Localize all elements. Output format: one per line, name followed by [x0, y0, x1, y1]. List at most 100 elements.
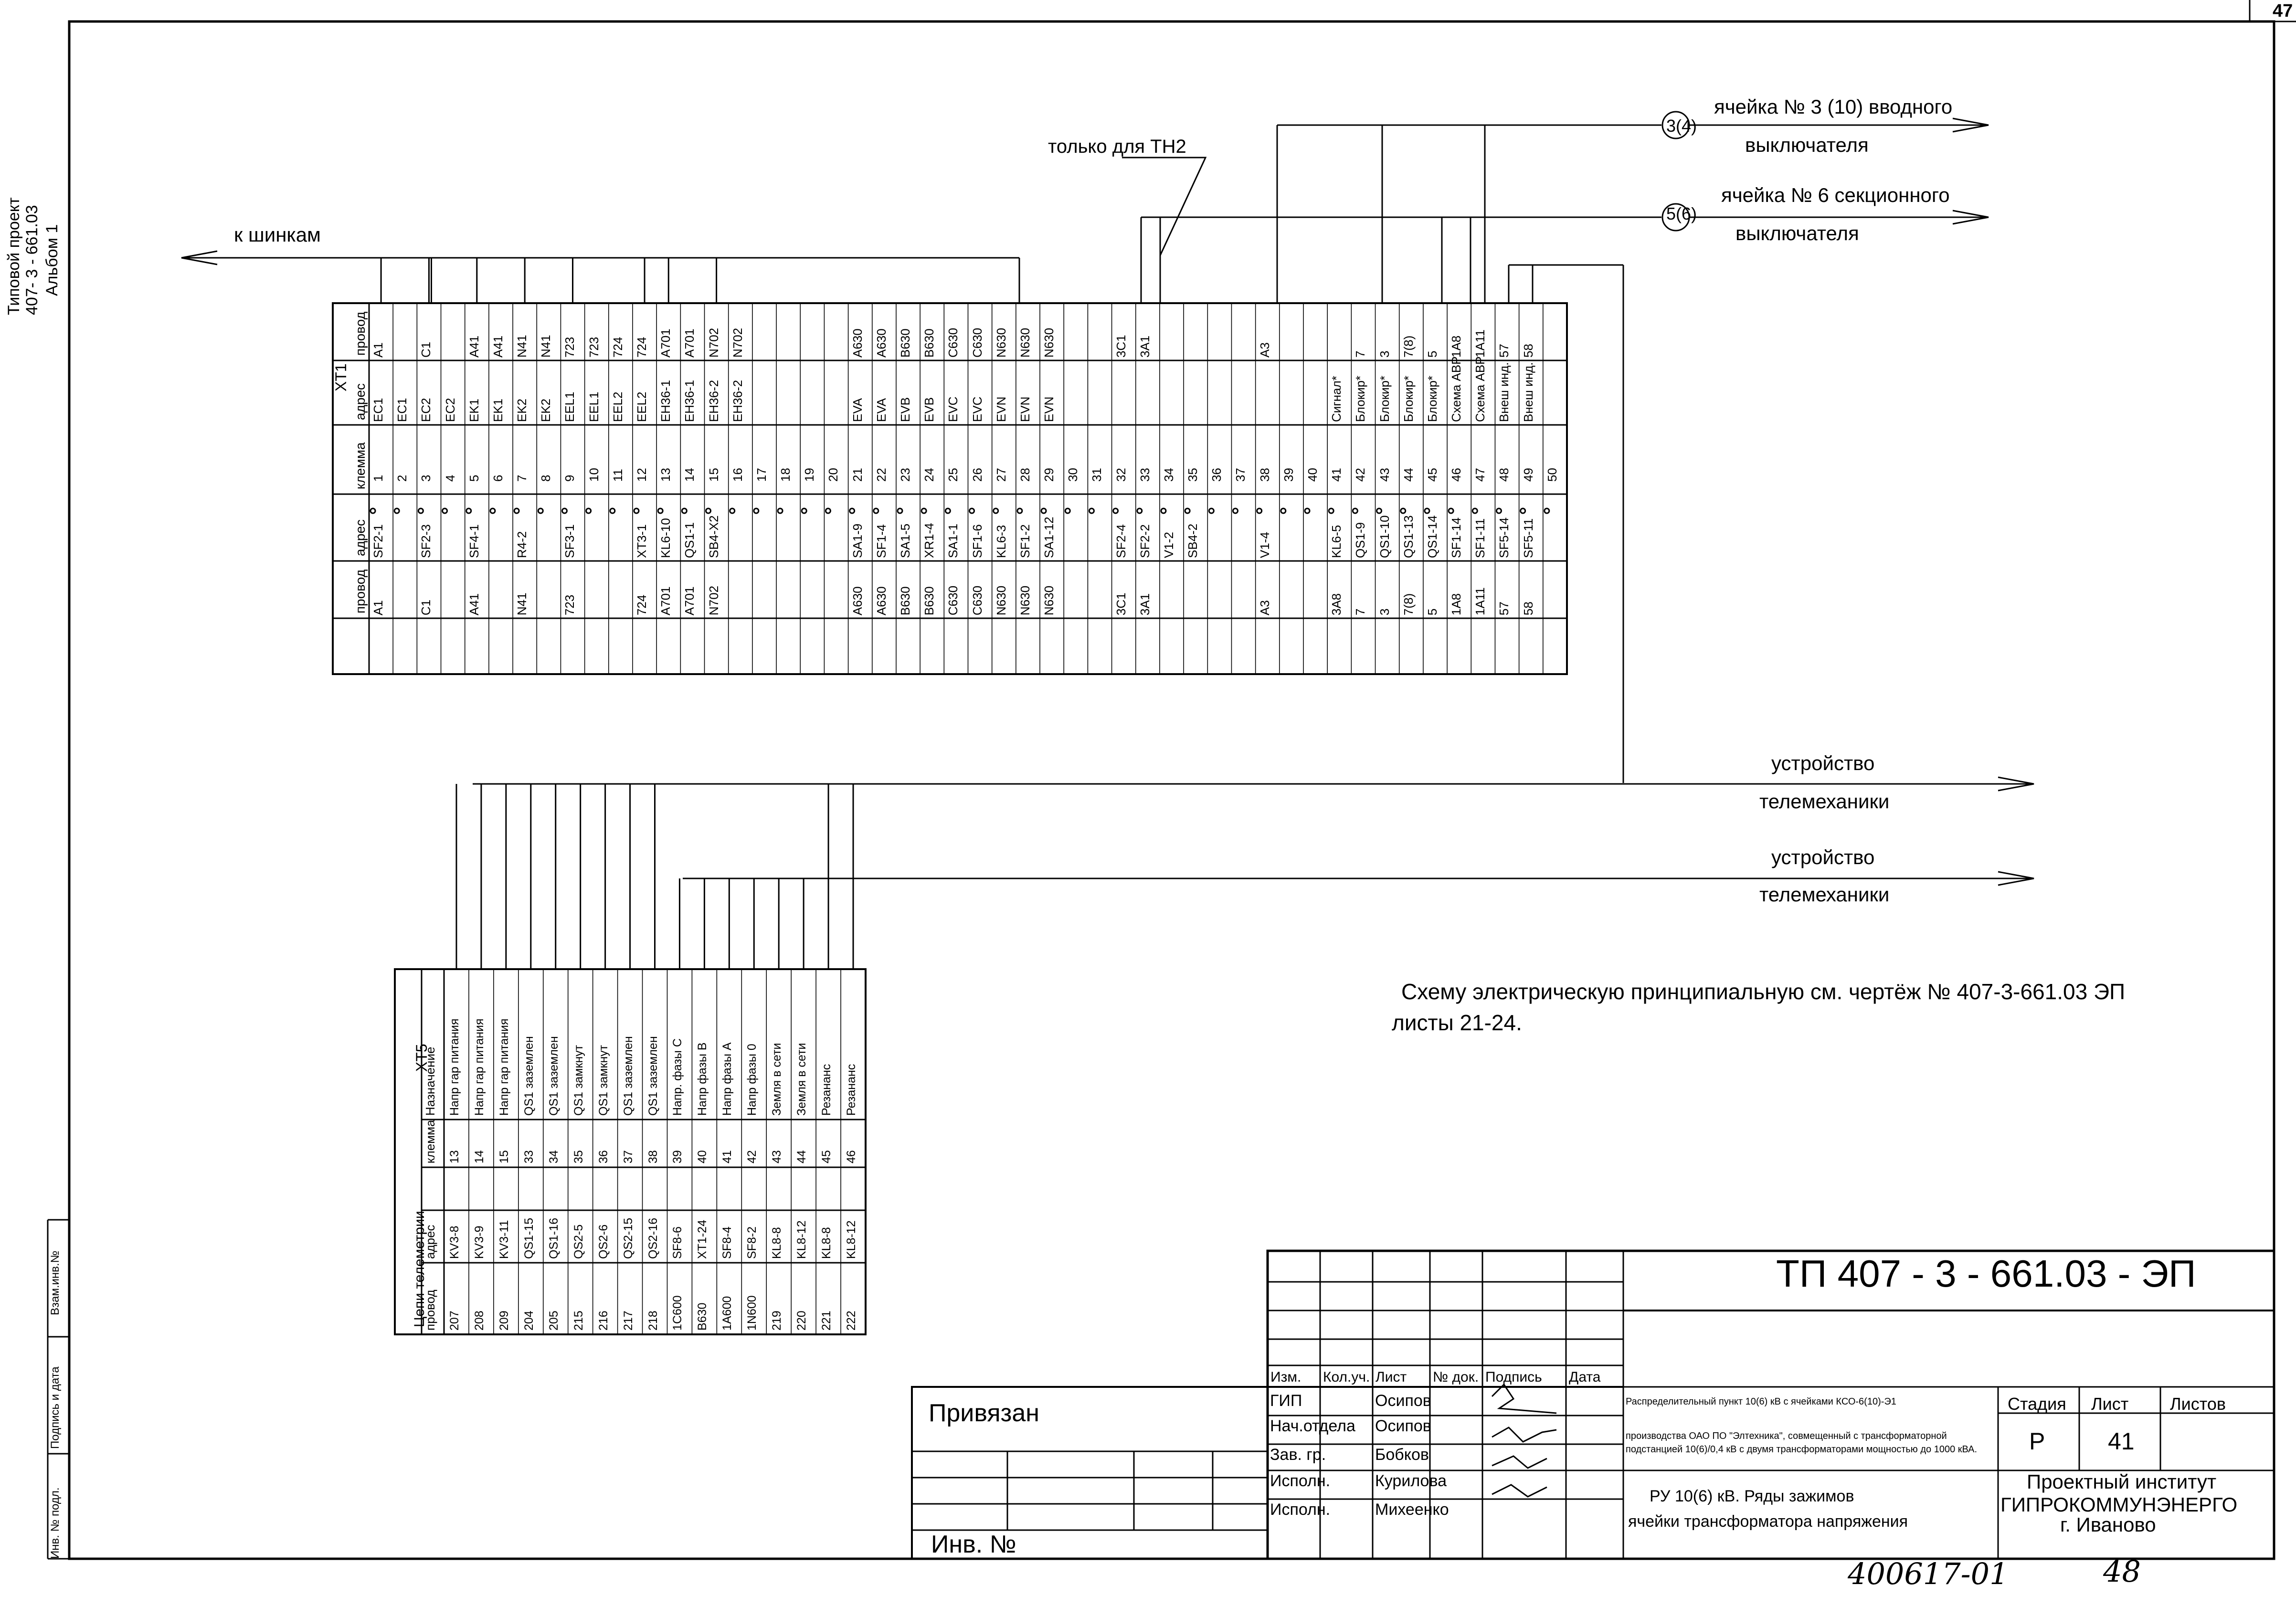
- xt1-terminal-dot: [1520, 507, 1526, 514]
- xt1-cell: EEL1: [586, 391, 601, 422]
- xt1-cell: 20: [826, 468, 841, 482]
- stage-value: Р: [2029, 1428, 2045, 1455]
- xt1-cell: 35: [1185, 468, 1200, 482]
- telemech1-label-line1: устройство: [1771, 752, 1875, 774]
- xt5-cell: 14: [472, 1150, 486, 1163]
- xt1-cell: 39: [1281, 468, 1296, 482]
- xt5-cell: QS1 заземлен: [646, 1036, 660, 1116]
- signature-4: [1492, 1484, 1547, 1498]
- xt1-cell: 50: [1545, 468, 1559, 482]
- xt1-cell: A701: [658, 328, 673, 358]
- xt1-cell: N702: [730, 328, 745, 358]
- inner-frame: [68, 20, 2275, 1560]
- xt5-cell: Напр фазы 0: [745, 1044, 759, 1116]
- xt1-terminal-dot: [1544, 507, 1550, 514]
- xt1-cell: 38: [1257, 468, 1272, 482]
- xt5-cell: 36: [596, 1150, 610, 1163]
- xt1-cell: A630: [874, 328, 889, 358]
- xt1-cell: SF2-4: [1113, 524, 1128, 558]
- xt1-terminal-dot: [1112, 507, 1119, 514]
- xt1-cell: 28: [1017, 468, 1032, 482]
- xt1-cell: SF1-14: [1449, 517, 1464, 558]
- xt1-terminal-dot: [442, 507, 448, 514]
- rev-header-0: Изм.: [1270, 1369, 1301, 1385]
- xt1-cell: A41: [466, 335, 481, 358]
- xt1-cell: KL6-5: [1329, 525, 1344, 558]
- xt1-cell: A1: [371, 342, 385, 358]
- xt1-terminal-dot: [417, 507, 424, 514]
- xt1-name: XT1: [332, 363, 349, 391]
- xt1-terminal-dot: [1136, 507, 1143, 514]
- xt1-cell: C630: [970, 328, 984, 358]
- xt1-cell: A701: [658, 586, 673, 615]
- xt1-terminal-dot: [1160, 507, 1167, 514]
- cell6-marker-circle: [1661, 203, 1690, 232]
- xt5-cell: Напр фазы B: [696, 1042, 709, 1116]
- xt5-cell: 35: [571, 1150, 585, 1163]
- xt1-cell: 7: [1353, 608, 1368, 615]
- xt5-cell: QS1 замкнут: [571, 1045, 585, 1116]
- side-stamp-line-1: Типовой проект: [5, 197, 23, 315]
- xt1-cell: 23: [898, 468, 912, 482]
- org-line2: ГИПРОКОММУНЭНЕРГО: [2000, 1493, 2238, 1516]
- xt1-cell: A701: [682, 328, 697, 358]
- xt1-cell: 58: [1521, 344, 1535, 358]
- xt1-terminal-dot: [1424, 507, 1430, 514]
- xt1-cell: C630: [946, 585, 961, 615]
- sheet-corner-number: 47: [2273, 1, 2293, 21]
- xt1-cell: N630: [1017, 328, 1032, 358]
- xt1-cell: A41: [466, 593, 481, 615]
- xt1-cell: 34: [1161, 468, 1176, 482]
- xt1-cell: 723: [562, 337, 577, 358]
- signature-1: [1491, 1383, 1557, 1414]
- xt5-cell: KL8-12: [845, 1220, 858, 1259]
- signer-name: Осипов: [1375, 1392, 1431, 1410]
- xt5-cell: QS2-15: [621, 1217, 635, 1259]
- xt1-cell: EEL1: [562, 391, 577, 422]
- xt5-cell: 45: [820, 1150, 834, 1163]
- xt5-cell: 219: [770, 1311, 784, 1331]
- xt5-cell: Напр гар питания: [448, 1018, 461, 1116]
- xt5-cell: QS1 замкнут: [596, 1045, 610, 1116]
- xt1-cell: EVA: [874, 398, 889, 422]
- xt1-cell: EH36-1: [658, 380, 673, 422]
- xt1-cell: SF1-11: [1473, 518, 1488, 558]
- xt1-terminal-dot: [393, 507, 400, 514]
- signer-role: Исполн.: [1270, 1472, 1331, 1490]
- xt1-cell: EH36-2: [706, 380, 721, 422]
- busbar-arrow: [181, 250, 218, 265]
- xt1-cell: EVN: [1017, 396, 1032, 422]
- xt1-cell: 47: [1473, 468, 1488, 482]
- signer-role: Исполн.: [1270, 1501, 1331, 1519]
- xt5-cell: 204: [522, 1311, 536, 1331]
- xt1-cell: N630: [994, 585, 1008, 615]
- cell6-marker: 5(6): [1666, 204, 1697, 223]
- xt1-cell: SF2-1: [371, 524, 385, 558]
- xt5-cell: 44: [795, 1150, 809, 1163]
- xt1-terminal-dot: [633, 507, 640, 514]
- xt1-cell: A630: [850, 328, 865, 358]
- xt1-terminal-dot: [729, 507, 736, 514]
- org-line1: Проектный институт: [2027, 1470, 2217, 1493]
- xt1-cell: 19: [802, 468, 817, 482]
- xt1-cell: 44: [1401, 468, 1416, 482]
- xt1-cell: 22: [874, 468, 889, 482]
- xt1-cell: 48: [1497, 468, 1512, 482]
- xt1-cell: EVN: [994, 396, 1008, 422]
- xt1-header-0: провод: [353, 569, 368, 613]
- signer-role: ГИП: [1270, 1392, 1302, 1410]
- xt1-cell: EK1: [490, 398, 505, 422]
- xt1-cell: 37: [1233, 468, 1248, 482]
- xt1-cell: 723: [586, 337, 601, 358]
- xt1-cell: 12: [634, 468, 649, 482]
- xt1-cell: R4-2: [515, 531, 529, 558]
- xt1-cell: 724: [610, 337, 625, 358]
- xt1-cell: SF4-1: [466, 524, 481, 558]
- xt1-cell: Внеш инд.: [1497, 362, 1512, 422]
- xt1-terminal-dot: [801, 507, 807, 514]
- xt1-terminal-dot: [705, 507, 712, 514]
- xt1-cell: EVB: [898, 397, 912, 422]
- xt5-cell: KV3-8: [448, 1226, 461, 1259]
- signer-name: Михеенко: [1375, 1501, 1449, 1519]
